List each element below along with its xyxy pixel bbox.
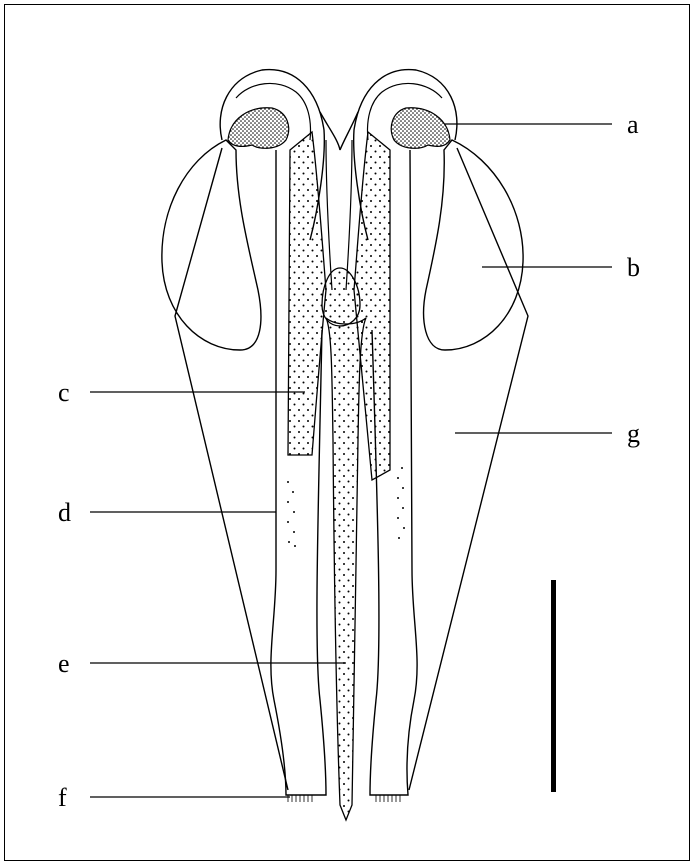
right-lateral-lobe	[424, 140, 523, 350]
label-d: d	[58, 498, 71, 527]
left-lateral-lobe	[162, 140, 261, 350]
scale-bar	[551, 580, 556, 792]
left-paramere-dots	[287, 481, 296, 547]
label-g: g	[627, 419, 640, 448]
left-setae	[288, 795, 312, 802]
label-e: e	[58, 649, 70, 678]
left-hook-dense-area	[228, 108, 289, 149]
label-b: b	[627, 253, 640, 282]
right-hook-dense-area	[391, 108, 450, 149]
label-f: f	[58, 783, 67, 812]
right-paramere-dots	[397, 467, 405, 539]
label-c: c	[58, 378, 70, 407]
right-setae	[376, 795, 400, 802]
label-a: a	[627, 110, 639, 139]
central-shaft	[326, 318, 366, 820]
central-groove-loop	[322, 268, 360, 326]
